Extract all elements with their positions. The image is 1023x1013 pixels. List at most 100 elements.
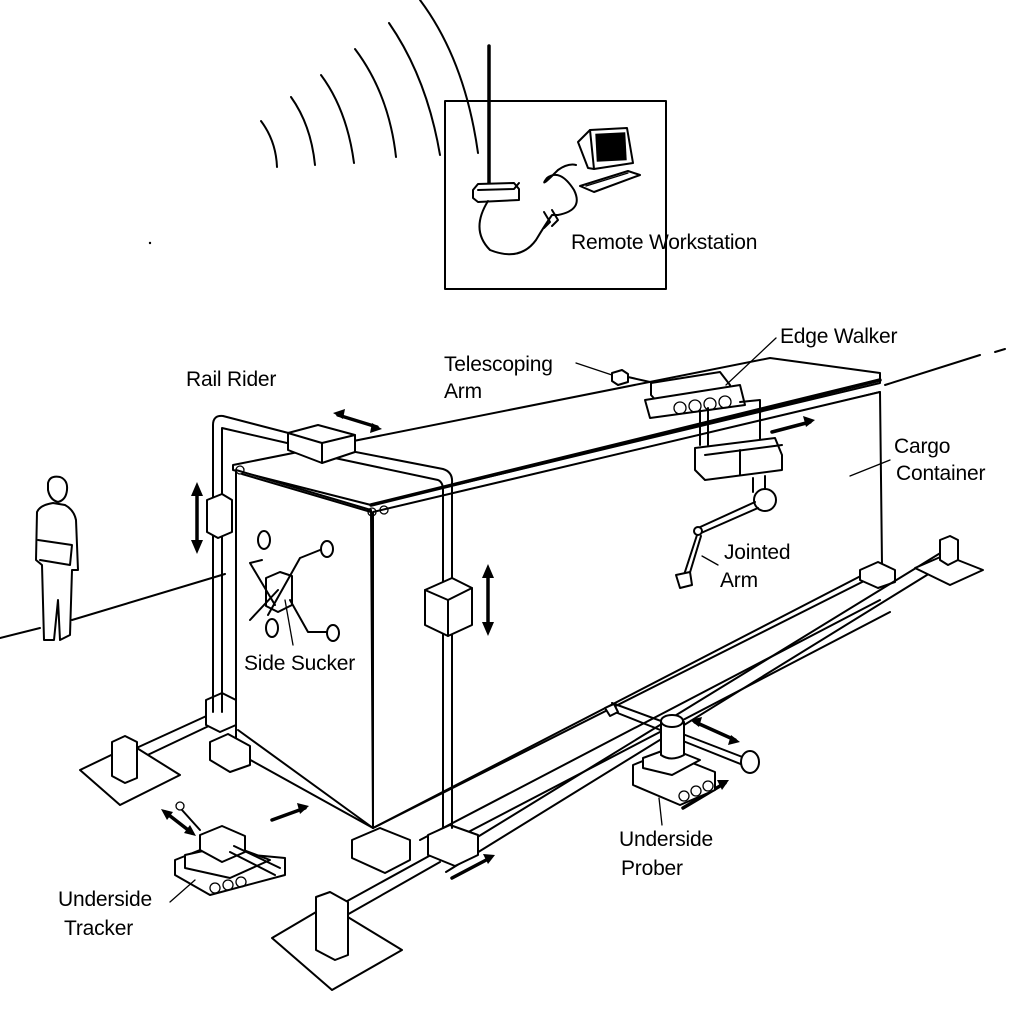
arrow-prober-arm — [693, 720, 737, 742]
arrow-heads — [161, 809, 196, 836]
radio-wave — [320, 74, 355, 164]
prober-column-top — [660, 714, 684, 728]
rail-rider-pipe-left — [212, 414, 301, 713]
label-jointed-arm-line2: Arm — [720, 569, 758, 592]
prober-mount — [604, 703, 619, 717]
underside-prober — [604, 702, 760, 826]
rail-rider-frame — [206, 414, 473, 829]
transceiver-box-icon — [472, 182, 520, 203]
rail-left-side — [237, 729, 374, 829]
label-telescoping-arm-line1: Telescoping — [444, 353, 553, 376]
prober-arm — [679, 732, 746, 766]
label-underside-prober-line1: Underside — [619, 828, 713, 851]
arrow-heads — [483, 854, 495, 864]
telescoping-leader — [575, 362, 613, 376]
front-rim — [241, 473, 372, 513]
tracker-arm-tip — [175, 801, 185, 811]
label-underside-prober-line2: Prober — [621, 857, 683, 880]
shoulder-joint — [753, 488, 777, 512]
rail-rider-pipe-right-inner — [329, 456, 444, 829]
label-telescoping-arm-line2: Arm — [444, 380, 482, 403]
rail-rider-pipe-right — [329, 446, 454, 829]
rail-rider-pipe-left-inner — [221, 427, 301, 713]
arrow-heads — [333, 409, 382, 433]
label-remote-workstation: Remote Workstation — [571, 231, 758, 254]
corner-casting — [235, 465, 245, 475]
keyboard-keys — [585, 172, 629, 187]
rail-anchor-plate — [914, 554, 984, 586]
underside-tracker — [169, 801, 286, 903]
track-wheel — [209, 882, 221, 894]
container-foot — [351, 827, 411, 874]
operator-head — [47, 475, 69, 503]
rail-left — [131, 712, 214, 761]
radio-wave — [388, 22, 441, 156]
monitor-screen — [595, 132, 627, 162]
track-wheel — [678, 790, 690, 802]
track-wheel — [718, 395, 732, 409]
rail-anchor-post — [111, 735, 138, 784]
container-top-edge — [369, 378, 882, 507]
arrow-heads — [297, 803, 309, 814]
edge-walker — [644, 337, 891, 589]
operator-body — [35, 502, 79, 641]
track-wheel — [235, 876, 247, 888]
rail-anchor-post — [315, 891, 349, 961]
side-slider-edges — [424, 587, 473, 637]
rail-front-long — [439, 551, 949, 873]
radio-waves — [260, 0, 479, 168]
suction-cup — [265, 618, 279, 638]
floor-mark — [994, 348, 1006, 353]
telescoping-arm — [575, 362, 651, 386]
prober-leader — [658, 797, 663, 826]
suction-cup — [257, 530, 271, 550]
clipboard — [37, 539, 73, 566]
track-wheel — [222, 879, 234, 891]
track-wheel — [690, 785, 702, 797]
monitor-edge — [589, 129, 595, 170]
arrow-rail — [450, 856, 492, 880]
prober-column — [660, 721, 685, 760]
side-sucker-arms — [249, 547, 331, 633]
edge-walker-leader — [725, 337, 777, 386]
jointed-leader — [701, 555, 719, 566]
radio-wave — [290, 96, 316, 166]
prober-arm-tip — [740, 750, 760, 774]
cable-break-icon — [543, 209, 559, 229]
edge-walker-track — [644, 384, 746, 419]
label-underside-tracker-line1: Underside — [58, 888, 152, 911]
transceiver-edge — [477, 182, 520, 191]
inset-frame — [444, 100, 667, 290]
track-wheel — [688, 399, 702, 413]
corner-casting — [379, 505, 389, 515]
container-front-face — [235, 469, 374, 829]
tracker-arm — [181, 809, 201, 831]
label-edge-walker: Edge Walker — [780, 325, 898, 348]
arrow-heads — [803, 416, 815, 427]
cable-icon — [478, 163, 578, 256]
jointed-arm-tool — [675, 571, 693, 589]
label-rail-rider: Rail Rider — [186, 368, 277, 391]
track-wheel — [703, 397, 717, 411]
jointed-arm-upper — [697, 501, 759, 534]
corner-casting — [367, 507, 377, 517]
rail-rider-edges — [287, 432, 356, 464]
radio-wave — [354, 48, 397, 158]
track-wheel — [673, 401, 687, 415]
operator-figure — [35, 475, 79, 641]
radio-wave — [260, 120, 278, 168]
tracker-leader — [169, 879, 196, 903]
suction-cup — [320, 540, 334, 558]
speck — [148, 241, 152, 245]
telescoping-arm-rod — [627, 376, 651, 383]
rail-anchor-post — [939, 535, 959, 566]
side-slider-left — [206, 493, 233, 539]
label-cargo-container-line1: Cargo — [894, 435, 951, 458]
track-wheel — [702, 780, 714, 792]
radio-wave — [419, 0, 479, 154]
carriage-edges — [704, 444, 783, 476]
floor-line — [0, 573, 226, 639]
label-jointed-arm-line1: Jointed — [724, 541, 791, 564]
container-bottom-edge — [372, 571, 883, 829]
